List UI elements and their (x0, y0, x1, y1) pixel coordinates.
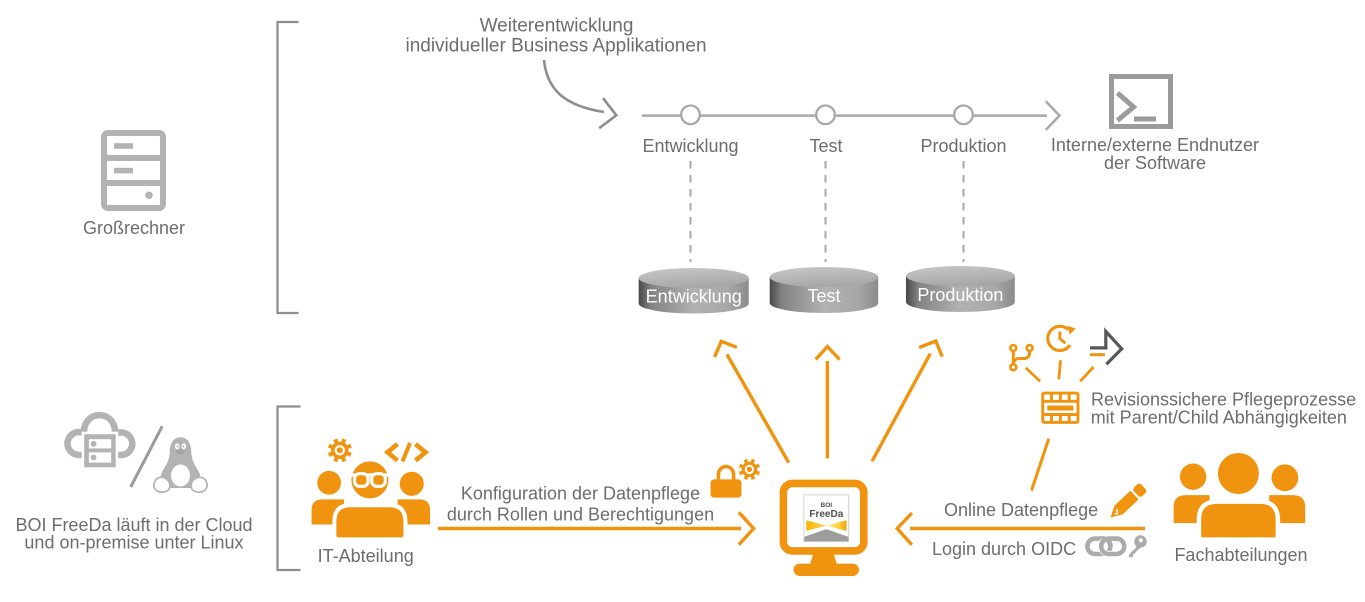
svg-text:BOI FreeDa läuft in der Cloud: BOI FreeDa läuft in der Cloud (15, 515, 252, 535)
svg-text:Weiterentwicklung: Weiterentwicklung (480, 16, 634, 37)
svg-text:IT-Abteilung: IT-Abteilung (318, 546, 414, 566)
svg-text:individueller Business Applika: individueller Business Applikationen (405, 35, 706, 56)
svg-text:Login durch OIDC: Login durch OIDC (932, 539, 1076, 559)
svg-text:Test: Test (809, 136, 842, 156)
svg-text:Revisionssichere Pflegeprozess: Revisionssichere Pflegeprozesse (1091, 390, 1356, 410)
svg-text:der Software: der Software (1104, 153, 1206, 173)
svg-text:BOI: BOI (821, 502, 833, 509)
svg-text:Fachabteilungen: Fachabteilungen (1174, 545, 1307, 565)
svg-text:Interne/externe Endnutzer: Interne/externe Endnutzer (1051, 135, 1259, 155)
svg-text:mit Parent/Child Abhängigkeite: mit Parent/Child Abhängigkeiten (1091, 408, 1347, 428)
svg-text:FreeDa: FreeDa (809, 509, 843, 520)
svg-text:Entwicklung: Entwicklung (646, 287, 742, 307)
svg-text:durch Rollen und Berechtigunge: durch Rollen und Berechtigungen (447, 504, 714, 524)
svg-text:Test: Test (807, 286, 840, 306)
svg-text:Entwicklung: Entwicklung (642, 136, 738, 156)
svg-text:und on-premise unter Linux: und on-premise unter Linux (24, 532, 243, 552)
svg-text:Konfiguration der Datenpflege: Konfiguration der Datenpflege (461, 483, 700, 503)
svg-text:Online Datenpflege: Online Datenpflege (944, 500, 1098, 520)
svg-text:Produktion: Produktion (917, 285, 1003, 305)
svg-text:Großrechner: Großrechner (83, 218, 185, 238)
svg-text:Produktion: Produktion (920, 136, 1006, 156)
